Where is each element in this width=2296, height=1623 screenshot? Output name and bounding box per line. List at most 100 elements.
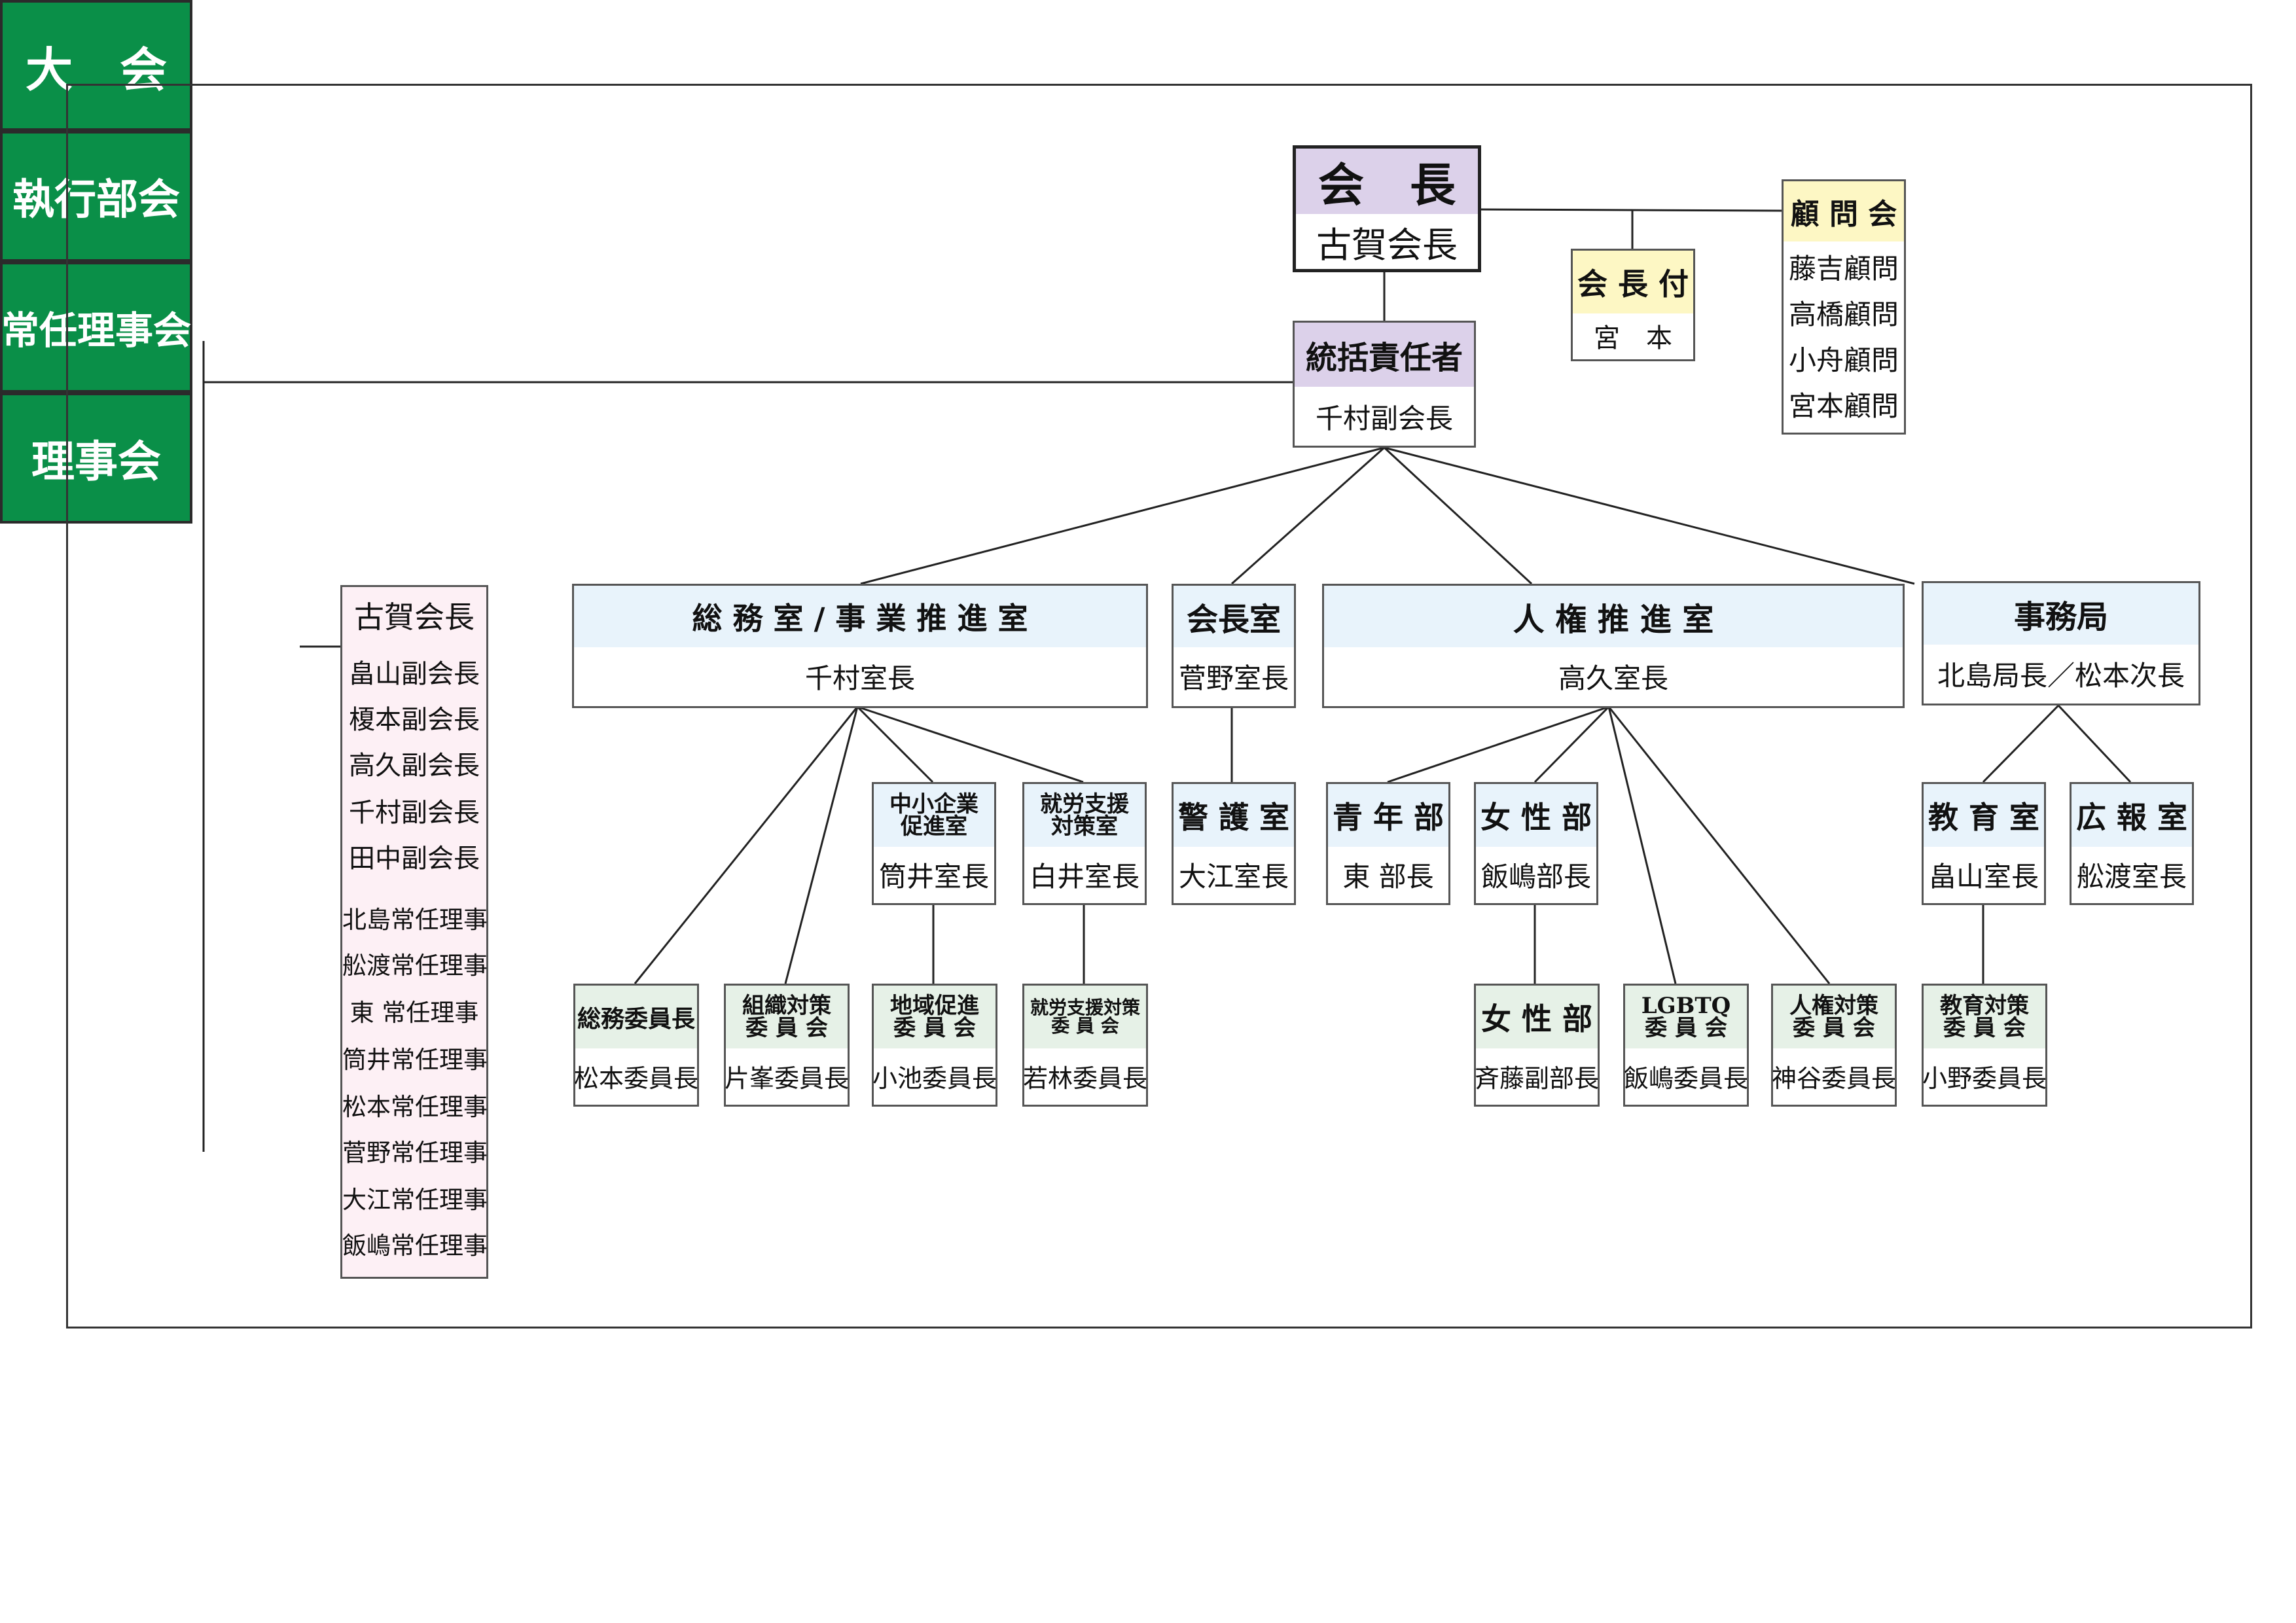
lgbtq-committee-title-line1: LGBTQ	[1641, 993, 1731, 1019]
education-office-box: 教 育 室 畠山室長	[1922, 782, 2046, 905]
human-rights-title: 人 権 推 進 室	[1324, 586, 1903, 647]
women-sub-division-head: 斉藤副部長	[1475, 1063, 1600, 1093]
sme-office-title: 中小企業 促進室	[874, 784, 994, 847]
education-committee-title-line1: 教育対策	[1940, 993, 2029, 1019]
human-rights-box: 人 権 推 進 室 高久室長	[1322, 584, 1905, 708]
pr-office-head: 舩渡室長	[2076, 860, 2187, 893]
general-affairs-box: 総 務 室 / 事 業 推 進 室 千村室長	[572, 584, 1148, 708]
line-ga-to-sme-office	[856, 705, 934, 783]
education-committee-title-line2: 委 員 会	[1943, 1015, 2026, 1041]
organization-committee-title-line2: 委 員 会	[745, 1015, 828, 1041]
sme-office-head: 筒井室長	[878, 860, 989, 893]
board-label: 理事会	[31, 436, 161, 487]
executive-label: 執行部会	[12, 175, 180, 224]
regional-committee-box: 地域促進 委 員 会 小池委員長	[872, 984, 997, 1107]
general-committee-title: 総務委員長	[575, 986, 697, 1048]
aide-name: 宮 本	[1594, 323, 1672, 353]
women-division-box: 女 性 部 飯嶋部長	[1474, 782, 1598, 905]
regional-committee-head: 小池委員長	[872, 1063, 997, 1093]
general-committee-box: 総務委員長 松本委員長	[573, 984, 699, 1107]
roster-item: 飯嶋常任理事	[342, 1232, 488, 1260]
regional-committee-title: 地域促進 委 員 会	[874, 986, 996, 1048]
regional-committee-title-line2: 委 員 会	[893, 1015, 976, 1041]
employment-office-title-line2: 対策室	[1051, 813, 1118, 840]
executive-box: 執行部会	[0, 131, 192, 262]
roster-item: 田中副会長	[349, 844, 480, 874]
advisor-item: 宮本顧問	[1788, 389, 1899, 422]
roster-item: 舩渡常任理事	[342, 952, 488, 980]
line-hr-to-youth	[1387, 705, 1609, 783]
line-sec-to-pr	[2057, 704, 2132, 783]
line-ga-to-employment-office	[857, 705, 1084, 783]
employment-office-title: 就労支援 対策室	[1024, 784, 1145, 847]
lgbtq-committee-head: 飯嶋委員長	[1624, 1063, 1749, 1093]
sme-office-title-line1: 中小企業	[889, 791, 978, 817]
sme-office-title-line2: 促進室	[901, 813, 967, 840]
general-committee-head: 松本委員長	[574, 1063, 699, 1093]
roster-item: 菅野常任理事	[342, 1139, 488, 1167]
security-office-head: 大江室長	[1178, 860, 1289, 893]
pr-office-title: 広 報 室	[2072, 784, 2192, 847]
roster-item: 東 常任理事	[350, 999, 479, 1027]
congress-label: 大 会	[25, 41, 167, 98]
employment-committee-title-line2: 委 員 会	[1051, 1015, 1119, 1037]
roster-item: 高久副会長	[349, 751, 480, 781]
women-division-title: 女 性 部	[1476, 784, 1596, 847]
employment-committee-head: 若林委員長	[1023, 1063, 1148, 1093]
board-box: 理事会	[0, 393, 192, 524]
roster-item: 大江常任理事	[342, 1186, 488, 1214]
diagram-frame	[66, 84, 2252, 1329]
standing-board-label: 常任理事会	[1, 308, 192, 353]
line-hr-to-hr-committee	[1607, 706, 1831, 984]
line-ga-to-general-committee	[634, 706, 859, 984]
president-office-title: 会長室	[1174, 586, 1294, 647]
executive-roster: 古賀会長 畠山副会長 榎本副会長 高久副会長 千村副会長 田中副会長 北島常任理…	[340, 585, 488, 1279]
organization-committee-title: 組織対策 委 員 会	[726, 986, 848, 1048]
president-box: 会 長 古賀会長	[1293, 145, 1481, 272]
president-aide-box: 会 長 付 宮 本	[1571, 249, 1695, 361]
security-office-box: 警 護 室 大江室長	[1172, 782, 1296, 905]
education-committee-box: 教育対策 委 員 会 小野委員長	[1922, 984, 2047, 1107]
human-rights-committee-title: 人権対策 委 員 会	[1773, 986, 1895, 1048]
regional-committee-title-line1: 地域促進	[890, 993, 979, 1019]
line-gm-to-president-office	[1231, 446, 1385, 585]
line-gm-to-secretariat	[1384, 446, 1915, 585]
general-manager-box: 統括責任者 千村副会長	[1293, 321, 1476, 448]
line-sec-to-education	[1982, 704, 2060, 783]
employment-office-box: 就労支援 対策室 白井室長	[1022, 782, 1147, 905]
general-affairs-head: 千村室長	[804, 662, 915, 694]
employment-office-title-line1: 就労支援	[1040, 791, 1129, 817]
roster-item: 筒井常任理事	[342, 1046, 488, 1074]
women-sub-division-title: 女 性 部	[1476, 986, 1598, 1048]
president-name: 古賀会長	[1316, 224, 1458, 266]
youth-division-title: 青 年 部	[1328, 784, 1448, 847]
general-affairs-title: 総 務 室 / 事 業 推 進 室	[574, 586, 1146, 647]
youth-division-head: 東 部長	[1342, 860, 1434, 893]
lgbtq-committee-box: LGBTQ 委 員 会 飯嶋委員長	[1623, 984, 1749, 1107]
human-rights-committee-box: 人権対策 委 員 会 神谷委員長	[1771, 984, 1897, 1107]
employment-committee-box: 就労支援対策 委 員 会 若林委員長	[1022, 984, 1148, 1107]
roster-item: 松本常任理事	[342, 1093, 488, 1121]
general-manager-title: 統括責任者	[1295, 323, 1474, 387]
line-hr-to-lgbtq	[1607, 706, 1677, 984]
human-rights-committee-title-line1: 人権対策	[1789, 993, 1878, 1019]
line-president-to-advisors	[1479, 208, 1782, 212]
congress-box: 大 会	[0, 0, 192, 131]
advisors-title: 顧 問 会	[1784, 181, 1904, 241]
pr-office-box: 広 報 室 舩渡室長	[2070, 782, 2194, 905]
women-sub-division-box: 女 性 部 斉藤副部長	[1474, 984, 1600, 1107]
human-rights-committee-head: 神谷委員長	[1772, 1063, 1897, 1093]
organization-committee-title-line1: 組織対策	[742, 993, 831, 1019]
roster-item: 北島常任理事	[342, 906, 488, 934]
line-hr-to-women	[1534, 705, 1610, 783]
education-committee-head: 小野委員長	[1922, 1063, 2047, 1093]
employment-office-head: 白井室長	[1029, 860, 1139, 893]
lgbtq-committee-title: LGBTQ 委 員 会	[1625, 986, 1747, 1048]
advisor-item: 藤吉顧問	[1788, 252, 1899, 285]
advisor-item: 高橋顧問	[1788, 298, 1899, 330]
secretariat-title: 事務局	[1924, 583, 2198, 645]
human-rights-head: 高久室長	[1558, 662, 1668, 694]
security-office-title: 警 護 室	[1174, 784, 1294, 847]
education-office-title: 教 育 室	[1924, 784, 2044, 847]
